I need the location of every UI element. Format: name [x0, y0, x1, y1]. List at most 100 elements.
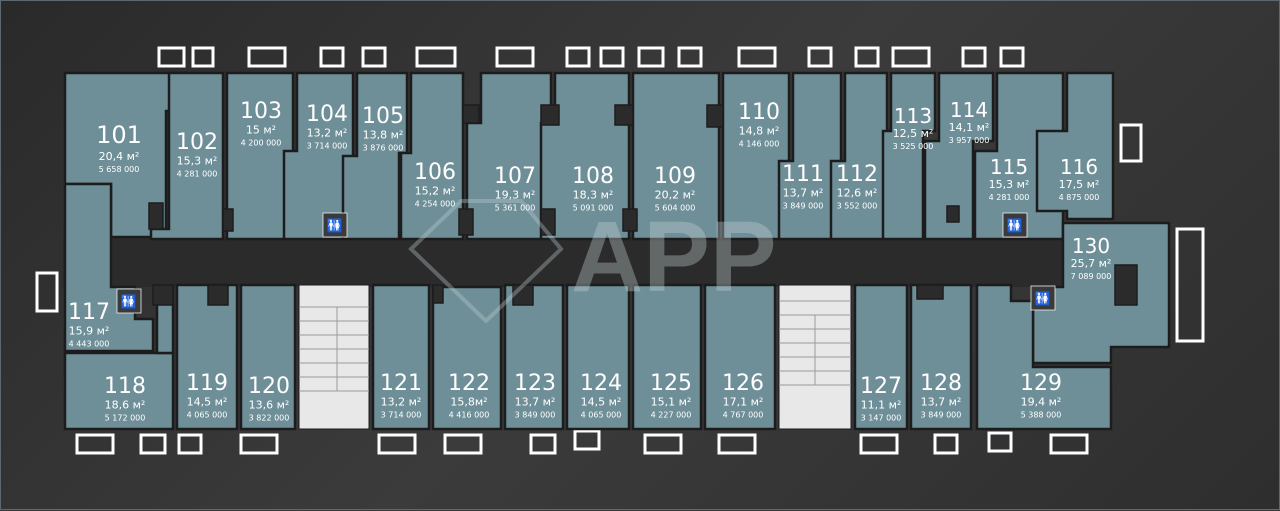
- unit-area: 12,6 м²: [837, 186, 878, 199]
- unit-price: 3 822 000: [249, 413, 290, 422]
- unit-price: 3 714 000: [307, 141, 348, 150]
- unit-area: 15,8м²: [450, 395, 487, 408]
- svg-text:🚻: 🚻: [121, 294, 137, 310]
- unit-area: 13,2 м²: [307, 126, 348, 139]
- unit-area: 20,2 м²: [655, 188, 696, 201]
- unit-number: 116: [1060, 155, 1098, 179]
- unit-number: 114: [950, 98, 988, 122]
- unit-112-shape[interactable]: [829, 71, 889, 241]
- unit-area: 19,4 м²: [1021, 395, 1062, 408]
- unit-price: 4 254 000: [415, 199, 456, 208]
- stairwell-right: [778, 284, 852, 430]
- unit-number: 122: [448, 371, 490, 396]
- unit-number: 121: [380, 371, 422, 396]
- unit-price: 5 172 000: [105, 413, 146, 422]
- unit-107-shape[interactable]: [465, 71, 553, 241]
- unit-number: 108: [572, 164, 614, 189]
- unit-113-shape[interactable]: [881, 71, 937, 241]
- unit-123-shape[interactable]: [503, 283, 565, 431]
- unit-number: 102: [176, 130, 218, 155]
- unit-126-shape[interactable]: [703, 283, 777, 431]
- window-marker-right-large: [1175, 227, 1205, 343]
- svg-text:🚻: 🚻: [1035, 291, 1051, 307]
- unit-area: 13,7 м²: [921, 395, 962, 408]
- unit-116-shape[interactable]: [1035, 71, 1115, 221]
- unit-area: 12,5 м²: [893, 127, 934, 140]
- unit-price: 3 147 000: [861, 413, 902, 422]
- unit-price: 3 525 000: [893, 142, 934, 151]
- unit-price: 3 849 000: [921, 410, 962, 419]
- unit-104-shape[interactable]: [282, 71, 355, 241]
- unit-area: 14,1 м²: [949, 121, 990, 134]
- unit-area: 17,5 м²: [1059, 178, 1100, 191]
- unit-number: 101: [96, 121, 142, 149]
- svg-text:🚻: 🚻: [1007, 218, 1023, 234]
- unit-102-shape[interactable]: [149, 71, 225, 241]
- unit-109-shape[interactable]: [631, 71, 721, 241]
- unit-area: 14,8 м²: [739, 124, 780, 137]
- unit-number: 128: [920, 371, 962, 396]
- unit-area: 13,2 м²: [381, 395, 422, 408]
- unit-price: 5 091 000: [573, 203, 614, 212]
- service-shafts: [148, 104, 1138, 306]
- unit-price: 5 388 000: [1021, 410, 1062, 419]
- unit-price: 5 658 000: [99, 165, 140, 174]
- unit-106-shape[interactable]: [399, 71, 465, 241]
- watermark-text: APP: [571, 201, 777, 313]
- unit-120-shape[interactable]: [239, 283, 297, 431]
- unit-number: 125: [650, 371, 692, 396]
- unit-price: 3 552 000: [837, 201, 878, 210]
- unit-128-shape[interactable]: [909, 283, 973, 431]
- unit-127-shape[interactable]: [853, 283, 909, 431]
- unit-number: 109: [654, 164, 696, 189]
- unit-111-shape[interactable]: [777, 71, 843, 241]
- unit-122-shape[interactable]: [431, 285, 503, 431]
- wc-icon: 🚻: [1002, 212, 1028, 238]
- unit-121-shape[interactable]: [371, 283, 431, 431]
- unit-number: 103: [240, 99, 282, 124]
- unit-price: 4 767 000: [723, 410, 764, 419]
- unit-number: 123: [514, 371, 556, 396]
- unit-number: 119: [186, 371, 228, 396]
- unit-price: 4 227 000: [651, 410, 692, 419]
- unit-number: 112: [836, 162, 878, 187]
- unit-number: 130: [1072, 234, 1110, 258]
- unit-105-shape[interactable]: [341, 71, 409, 241]
- unit-area: 18,6 м²: [105, 398, 146, 411]
- wc-icon: 🚻: [1030, 285, 1056, 311]
- unit-price: 4 200 000: [241, 138, 282, 147]
- unit-number: 120: [248, 374, 290, 399]
- unit-price: 4 443 000: [69, 339, 110, 348]
- window-markers-bottom: [75, 429, 1089, 455]
- window-markers-top: [157, 46, 1025, 68]
- unit-114-shape[interactable]: [923, 71, 995, 241]
- unit-area: 13,7 м²: [783, 186, 824, 199]
- unit-area: 13,8 м²: [363, 128, 404, 141]
- unit-area: 15 м²: [246, 123, 276, 136]
- unit-price: 3 957 000: [949, 136, 990, 145]
- unit-price: 4 065 000: [581, 410, 622, 419]
- unit-area: 11,1 м²: [861, 398, 902, 411]
- unit-area: 13,6 м²: [249, 398, 290, 411]
- corridor: [63, 237, 1063, 287]
- unit-area: 17,1 м²: [723, 395, 764, 408]
- unit-129-shape[interactable]: [975, 283, 1113, 431]
- unit-number: 126: [722, 371, 764, 396]
- unit-number: 129: [1020, 371, 1062, 396]
- unit-area: 18,3 м²: [573, 188, 614, 201]
- unit-125-shape[interactable]: [631, 283, 703, 431]
- unit-118-shape[interactable]: [63, 351, 175, 431]
- unit-price: 4 065 000: [187, 410, 228, 419]
- unit-price: 4 416 000: [449, 410, 490, 419]
- unit-area: 14,5 м²: [581, 395, 622, 408]
- unit-124-shape[interactable]: [565, 283, 631, 431]
- unit-number: 118: [104, 374, 146, 399]
- unit-price: 3 714 000: [381, 410, 422, 419]
- unit-price: 3 876 000: [363, 143, 404, 152]
- unit-area: 13,7 м²: [515, 395, 556, 408]
- stairwell-left: [298, 284, 370, 430]
- unit-price: 5 604 000: [655, 203, 696, 212]
- svg-text:🚻: 🚻: [327, 218, 343, 234]
